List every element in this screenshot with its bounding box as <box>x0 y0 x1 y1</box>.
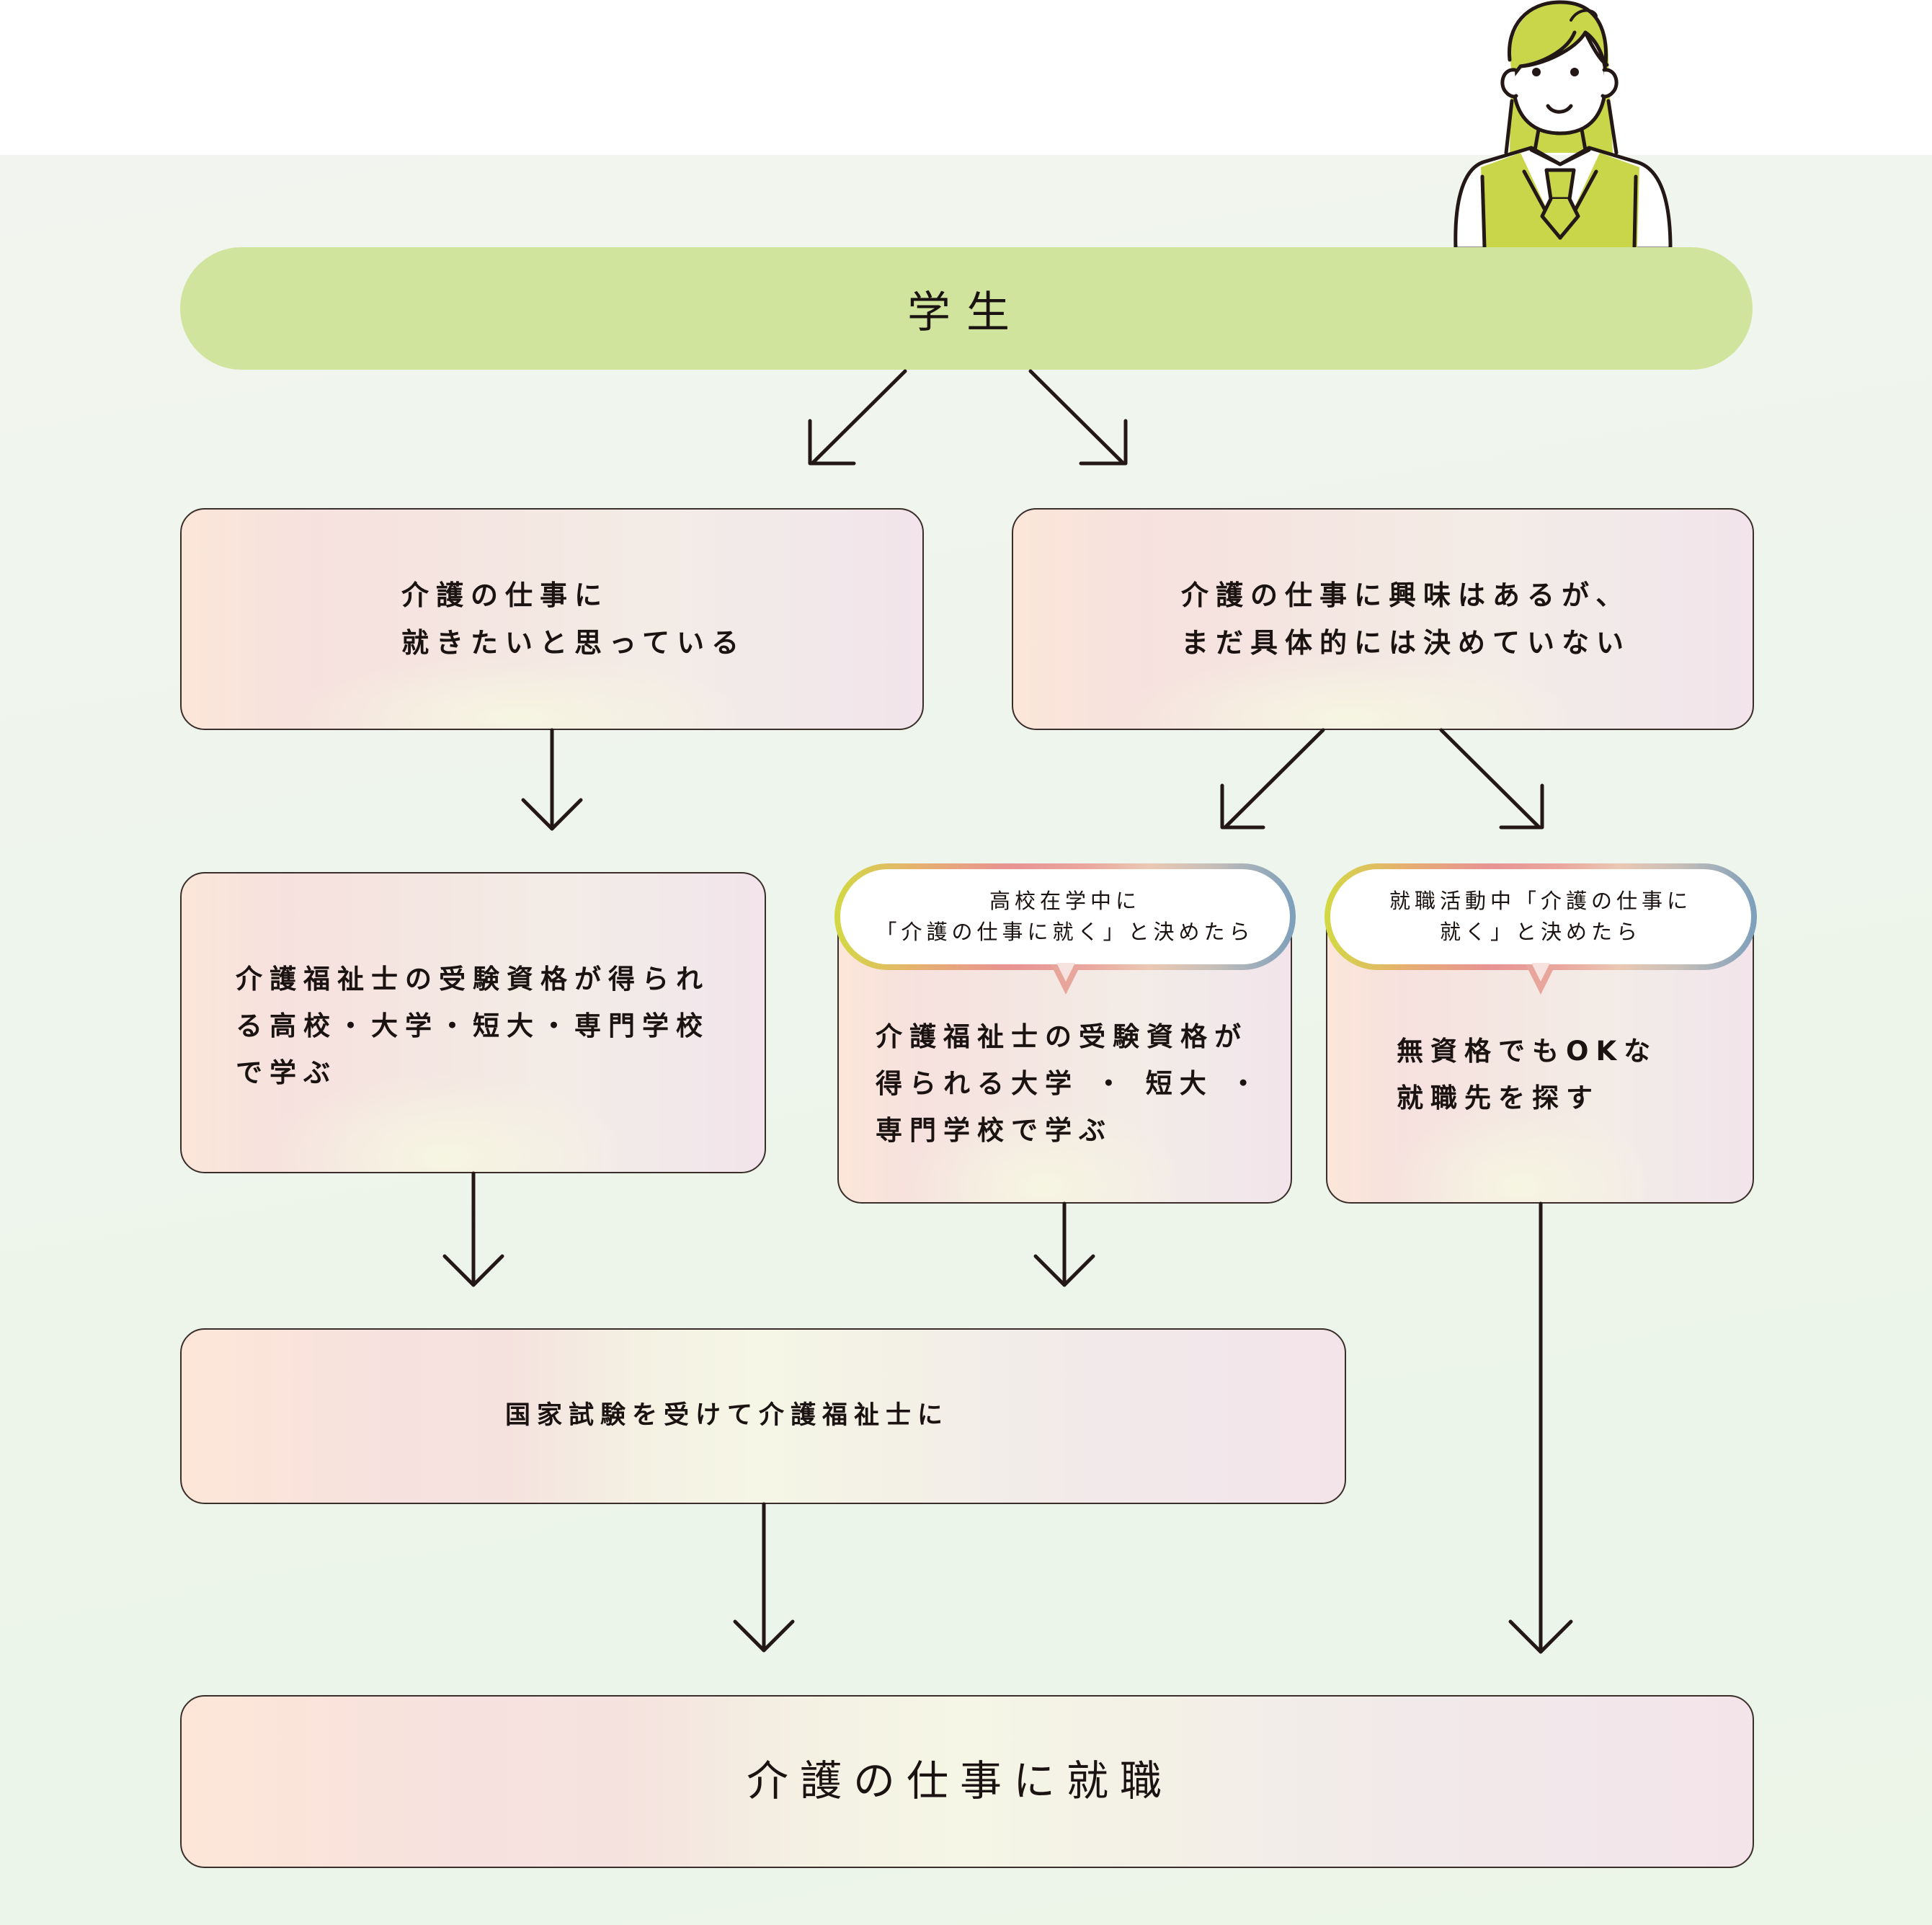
arrow-exam-to-goal-icon <box>733 1502 795 1653</box>
condition-bubble-highschool: 高校在学中に 「介護の仕事に就く」と決めたら <box>834 863 1296 970</box>
condition-bubble-highschool-text: 高校在学中に 「介護の仕事に就く」と決めたら <box>840 869 1290 964</box>
start-node-label: 学生 <box>907 287 1025 338</box>
node-interested-undecided: 介護の仕事に興味はあるが、 まだ具体的には決めていない <box>1012 508 1754 730</box>
arrow-student-to-right-icon <box>1028 369 1128 466</box>
node-interested-undecided-label: 介護の仕事に興味はあるが、 まだ具体的には決めていない <box>1181 579 1631 659</box>
node-care-job-employment-label: 介護の仕事に就職 <box>746 1756 1173 1806</box>
arrow-right-to-college-icon <box>1220 728 1325 830</box>
node-want-care-job-label: 介護の仕事に 就きたいと思っている <box>401 579 747 659</box>
student-illustration <box>1454 0 1673 251</box>
node-care-job-employment: 介護の仕事に就職 <box>180 1695 1754 1868</box>
node-study-univ-college-label: 介護福祉士の受験資格が 得られる大学 ・ 短大 ・ 専門学校で学ぶ <box>876 1021 1264 1146</box>
condition-bubble-jobhunt: 就職活動中「介護の仕事に 就く」と決めたら <box>1325 863 1757 970</box>
node-study-univ-college: 介護福祉士の受験資格が 得られる大学 ・ 短大 ・ 専門学校で学ぶ <box>837 901 1292 1204</box>
condition-bubble-jobhunt-text: 就職活動中「介護の仕事に 就く」と決めたら <box>1330 869 1751 964</box>
arrow-jobhunt-to-goal-icon <box>1508 1201 1573 1654</box>
node-want-care-job: 介護の仕事に 就きたいと思っている <box>180 508 924 730</box>
arrow-highschool-to-exam-icon <box>442 1171 504 1287</box>
arrow-left-to-highschool-icon <box>521 728 583 831</box>
node-national-exam-label: 国家試験を受けて介護福祉士に <box>504 1401 949 1431</box>
arrow-right-to-jobhunt-icon <box>1439 728 1544 830</box>
start-node-student: 学生 <box>180 247 1753 370</box>
node-national-exam: 国家試験を受けて介護福祉士に <box>180 1328 1346 1504</box>
node-find-job-no-license: 無資格でもOKな 就職先を探す <box>1326 901 1754 1204</box>
arrow-student-to-left-icon <box>808 369 907 466</box>
node-find-job-no-license-label: 無資格でもOKな 就職先を探す <box>1397 1036 1658 1113</box>
node-study-highschool-univ-label: 介護福祉士の受験資格が得られ る高校・大学・短大・専門学校 で学ぶ <box>236 964 710 1088</box>
arrow-college-to-exam-icon <box>1033 1201 1095 1287</box>
node-study-highschool-univ: 介護福祉士の受験資格が得られ る高校・大学・短大・専門学校 で学ぶ <box>180 872 766 1173</box>
student-avatar-icon <box>1454 0 1673 251</box>
